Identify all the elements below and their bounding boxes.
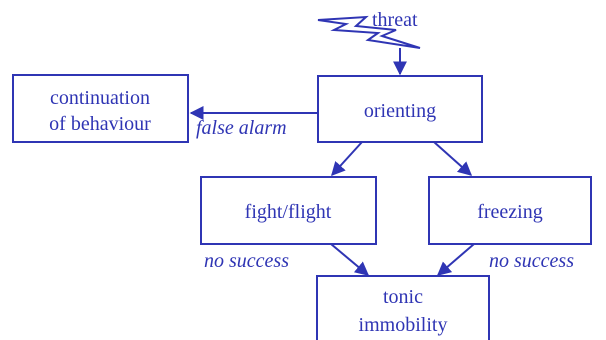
orienting-box [317,75,483,143]
arrow-orienting-to-fight-flight [331,141,363,177]
continuation-box [12,74,189,143]
arrow-freezing-to-tonic [436,243,475,276]
fight-flight-box [200,176,377,245]
arrow-fight-flight-to-tonic [330,243,370,276]
orienting-label: orienting [364,100,436,122]
freezing-label: freezing [477,201,543,223]
no-success-right-label: no success [489,250,574,272]
threat-label: threat [372,9,418,31]
fight-flight-label: fight/flight [245,201,332,223]
false-alarm-label: false alarm [196,117,287,139]
continuation-label-line1: continuation [50,87,150,109]
tonic-label-line2: immobility [359,314,448,336]
continuation-label-line2: of behaviour [49,113,151,135]
tonic-label-line1: tonic [383,286,423,308]
freezing-box [428,176,592,245]
tonic-immobility-box [316,275,490,340]
arrow-orienting-to-freezing [433,141,473,176]
lightning-bolt-icon [317,15,421,49]
no-success-left-label: no success [204,250,289,272]
